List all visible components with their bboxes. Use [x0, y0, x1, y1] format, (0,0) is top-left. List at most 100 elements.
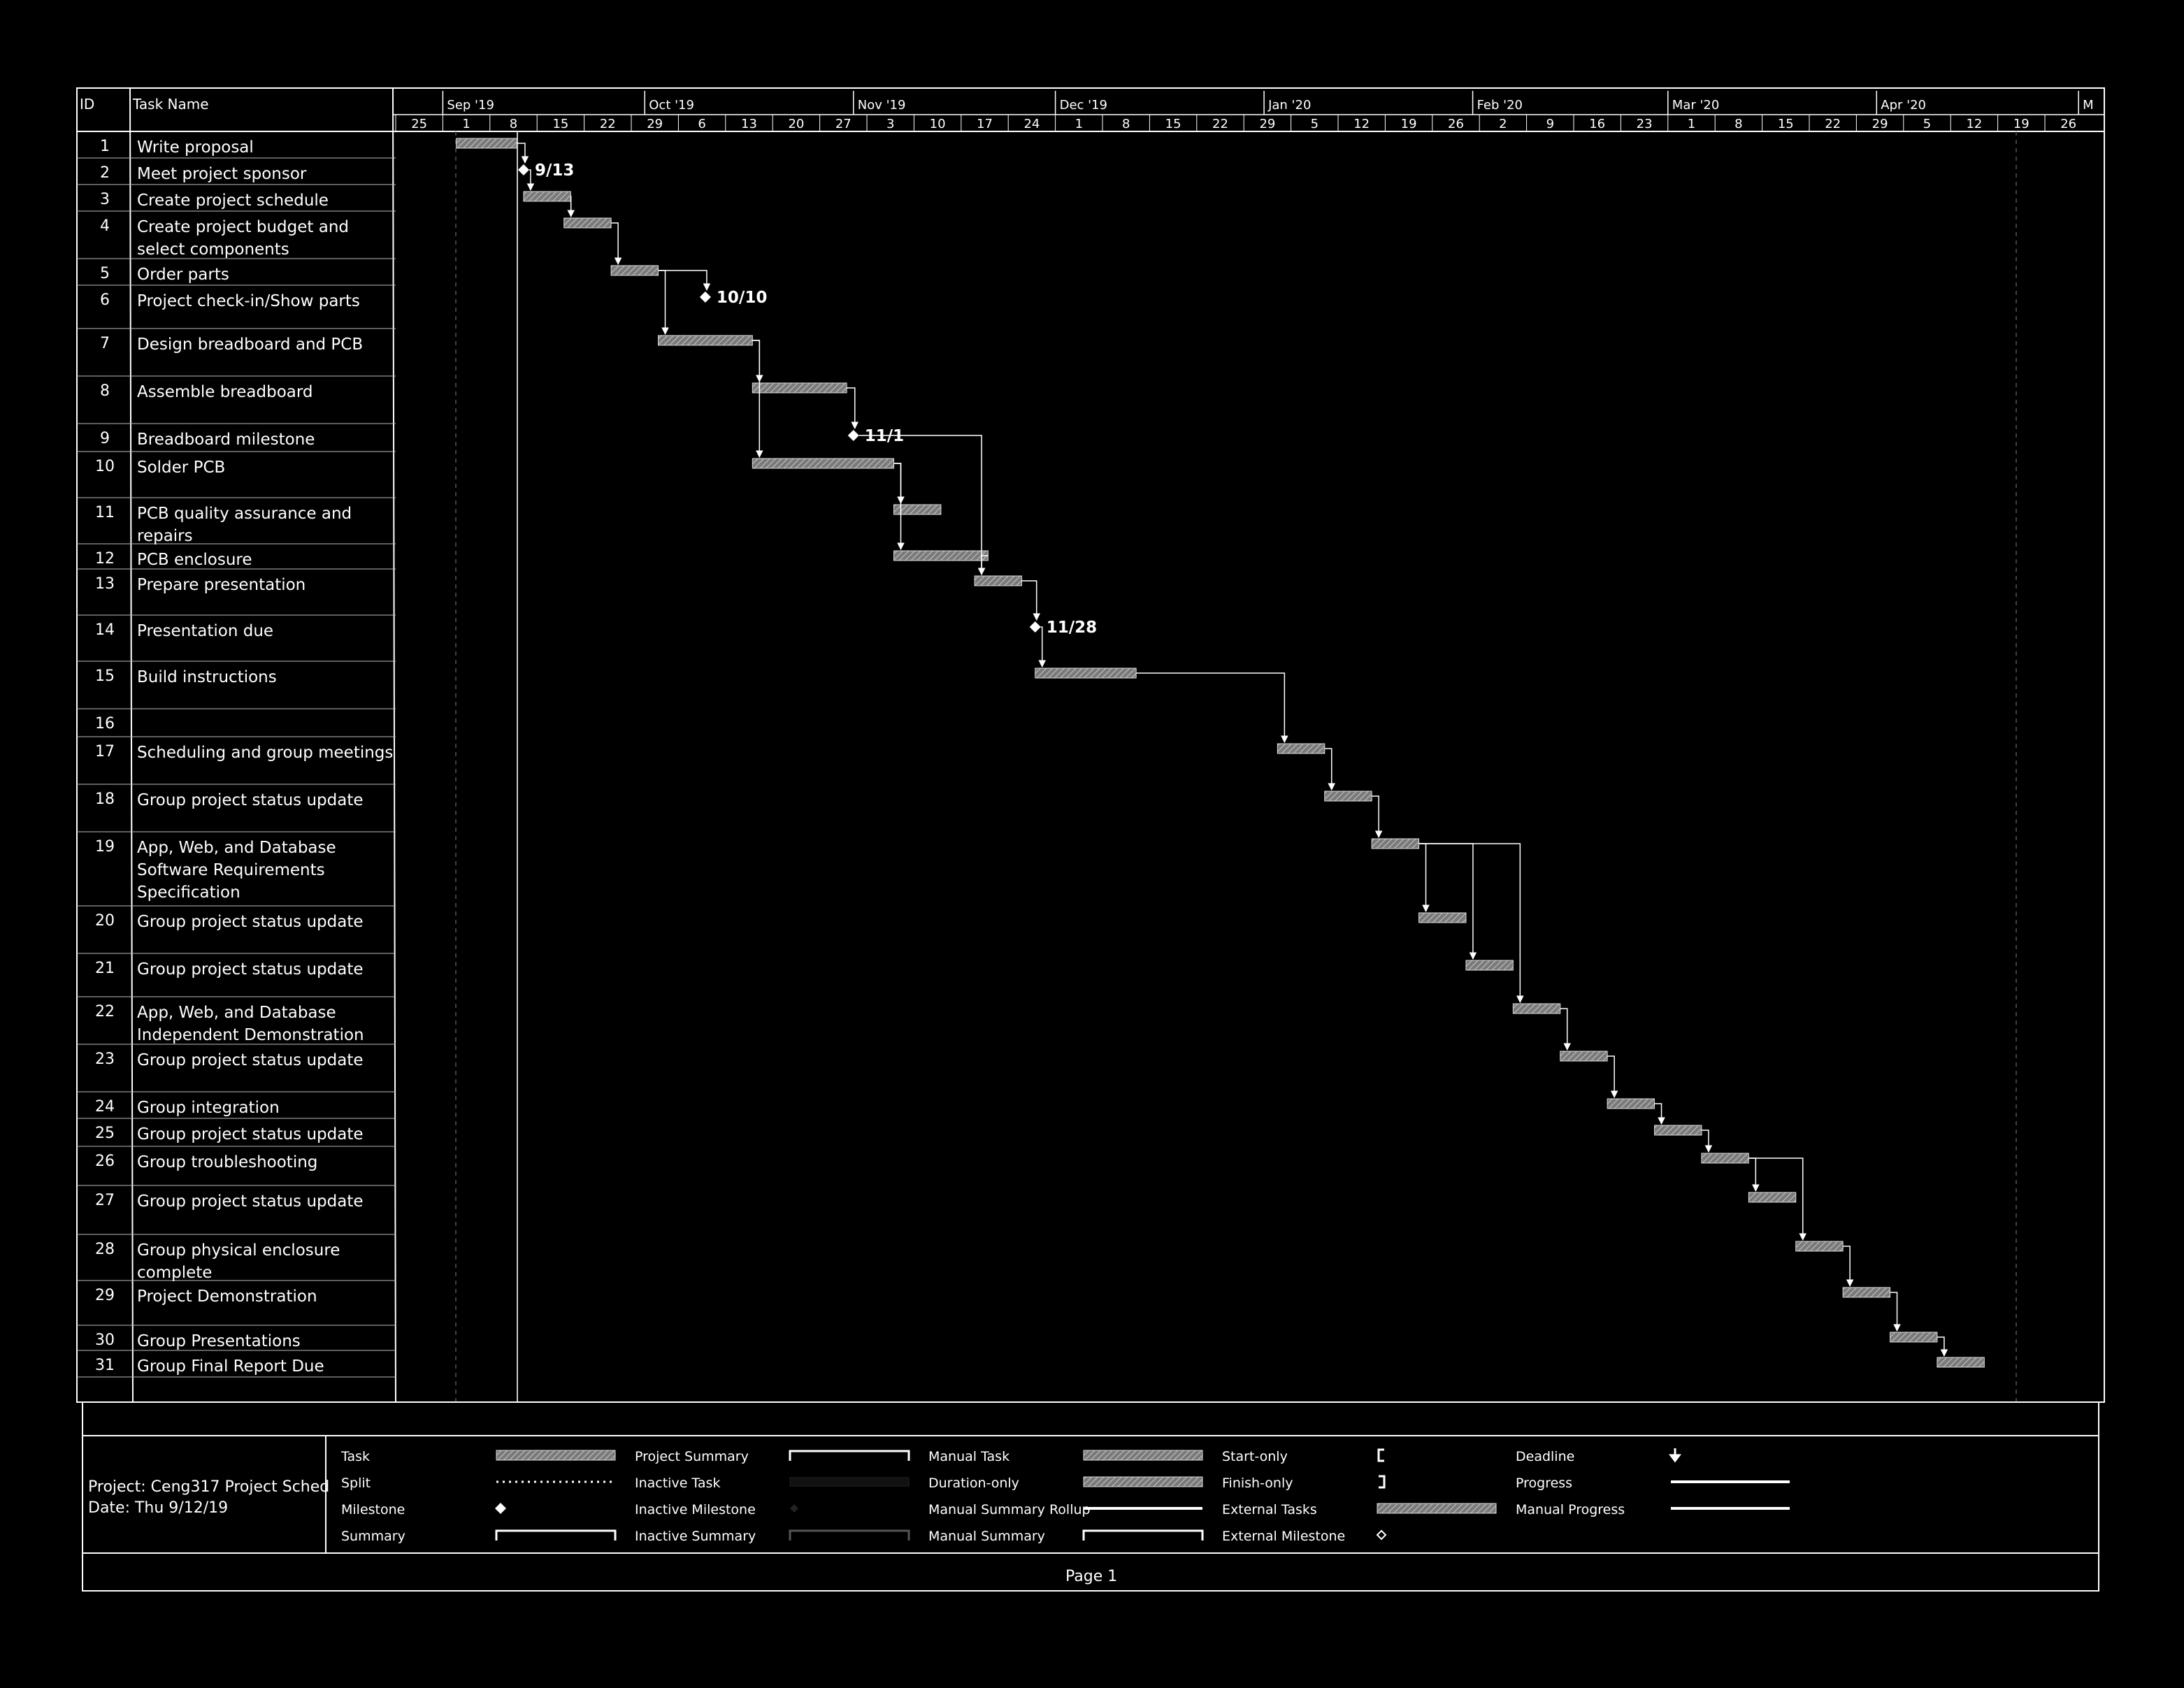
- task-bar[interactable]: [1795, 1241, 1844, 1252]
- task-name: Group troubleshooting: [137, 1153, 317, 1171]
- week-label: 27: [835, 117, 852, 131]
- duration-only-bar-icon: [1083, 1476, 1203, 1487]
- row-id: 11: [95, 504, 115, 521]
- start-only-bracket-icon: [1377, 1448, 1384, 1462]
- task-bar[interactable]: [1937, 1357, 1985, 1368]
- milestone-date-label: 9/13: [535, 161, 574, 180]
- milestone-diamond[interactable]: [1029, 621, 1041, 633]
- task-bar[interactable]: [1324, 791, 1372, 802]
- task-name: Meet project sponsor: [137, 165, 307, 183]
- task-bar[interactable]: [1512, 1003, 1561, 1014]
- task-name: Group project status update: [137, 1192, 364, 1211]
- dependency-arrow: [658, 270, 669, 336]
- row-id: 20: [95, 912, 115, 930]
- task-bar[interactable]: [1371, 838, 1420, 849]
- legend-label: Inactive Milestone: [635, 1502, 756, 1517]
- task-bar[interactable]: [1607, 1098, 1655, 1109]
- milestone-diamond[interactable]: [847, 430, 859, 441]
- legend-label: Manual Summary Rollup: [928, 1502, 1091, 1517]
- row-id: 19: [95, 838, 115, 856]
- task-bar-icon: [496, 1450, 616, 1461]
- task-name: Group integration: [137, 1099, 280, 1117]
- task-name: App, Web, and Database: [137, 839, 336, 857]
- legend-label: Manual Task: [928, 1449, 1010, 1464]
- week-label: 15: [552, 117, 568, 131]
- task-name: Design breadboard and PCB: [137, 336, 363, 354]
- finish-only-bracket-icon: [1379, 1475, 1386, 1489]
- row-id: 4: [100, 217, 110, 235]
- task-name: Create project budget and: [137, 218, 349, 236]
- task-name: Group project status update: [137, 791, 364, 809]
- task-name: Prepare presentation: [137, 576, 306, 594]
- task-bar[interactable]: [1465, 960, 1514, 971]
- task-name: Assemble breadboard: [137, 383, 313, 401]
- dependency-arrow: [1748, 1157, 1760, 1192]
- month-label: Oct '19: [649, 98, 694, 113]
- dependency-arrow: [1418, 843, 1430, 913]
- task-bar[interactable]: [523, 191, 571, 202]
- dependency-arrow: [611, 222, 622, 266]
- project-label: Project: Ceng317 Project Sched: [88, 1478, 329, 1496]
- manual-summary-bracket-icon: [1082, 1529, 1204, 1541]
- milestone-date-label: 10/10: [717, 289, 767, 307]
- row-id: 15: [95, 668, 115, 685]
- milestone-diamond[interactable]: [517, 164, 529, 175]
- task-name: Create project schedule: [137, 192, 329, 210]
- task-bar[interactable]: [974, 575, 1022, 586]
- task-bar[interactable]: [752, 382, 847, 394]
- week-label: 6: [698, 117, 705, 131]
- task-name: Group physical enclosure: [137, 1241, 340, 1260]
- task-bar[interactable]: [1654, 1125, 1702, 1136]
- week-label: 22: [600, 117, 616, 131]
- milestone-diamond[interactable]: [699, 291, 711, 303]
- dependency-arrow: [1372, 795, 1383, 839]
- task-bar[interactable]: [752, 458, 895, 469]
- dependency-arrow: [858, 435, 986, 576]
- task-bar[interactable]: [1842, 1287, 1891, 1298]
- footer-frame: [82, 1401, 2099, 1592]
- task-bar[interactable]: [456, 138, 517, 149]
- dependency-arrow: [1418, 843, 1524, 1004]
- task-bar[interactable]: [1418, 912, 1467, 923]
- week-label: 17: [977, 117, 993, 131]
- task-name: Project check-in/Show parts: [137, 292, 360, 310]
- inactive-task-icon: [789, 1477, 910, 1487]
- task-bar[interactable]: [1701, 1153, 1749, 1164]
- task-bar[interactable]: [1890, 1332, 1938, 1343]
- task-name: Project Demonstration: [137, 1287, 317, 1306]
- task-bar[interactable]: [658, 335, 753, 346]
- task-name: Independent Demonstration: [137, 1026, 364, 1044]
- dependency-arrow: [893, 463, 905, 551]
- external-milestone-icon: [1376, 1529, 1387, 1541]
- week-label: 29: [1872, 117, 1888, 131]
- id-header: ID: [80, 96, 94, 113]
- week-label: 15: [1165, 117, 1181, 131]
- task-name: App, Web, and Database: [137, 1004, 336, 1022]
- task-name: Group project status update: [137, 1051, 364, 1069]
- row-id: 27: [95, 1192, 115, 1209]
- dependency-arrow: [1843, 1246, 1854, 1287]
- row-id: 8: [100, 382, 110, 400]
- task-bar[interactable]: [563, 217, 612, 229]
- dependency-arrow: [752, 340, 763, 383]
- task-name: Group Final Report Due: [137, 1357, 324, 1376]
- legend-label: Milestone: [341, 1502, 405, 1517]
- task-bar[interactable]: [893, 504, 942, 515]
- name-column-divider: [392, 87, 396, 1403]
- task-bar[interactable]: [893, 550, 989, 561]
- row-id: 16: [95, 715, 115, 733]
- task-bar[interactable]: [610, 265, 659, 276]
- task-bar[interactable]: [1035, 668, 1137, 679]
- inactive-summary-icon: [789, 1529, 910, 1541]
- row-id: 22: [95, 1003, 115, 1020]
- week-label: 2: [1499, 117, 1507, 131]
- legend-label: Finish-only: [1222, 1476, 1293, 1491]
- week-label: 19: [2013, 117, 2029, 131]
- task-name: Order parts: [137, 266, 229, 284]
- task-bar[interactable]: [1748, 1192, 1797, 1203]
- week-label: 24: [1023, 117, 1040, 131]
- task-bar[interactable]: [1277, 743, 1326, 754]
- task-bar[interactable]: [1560, 1051, 1608, 1062]
